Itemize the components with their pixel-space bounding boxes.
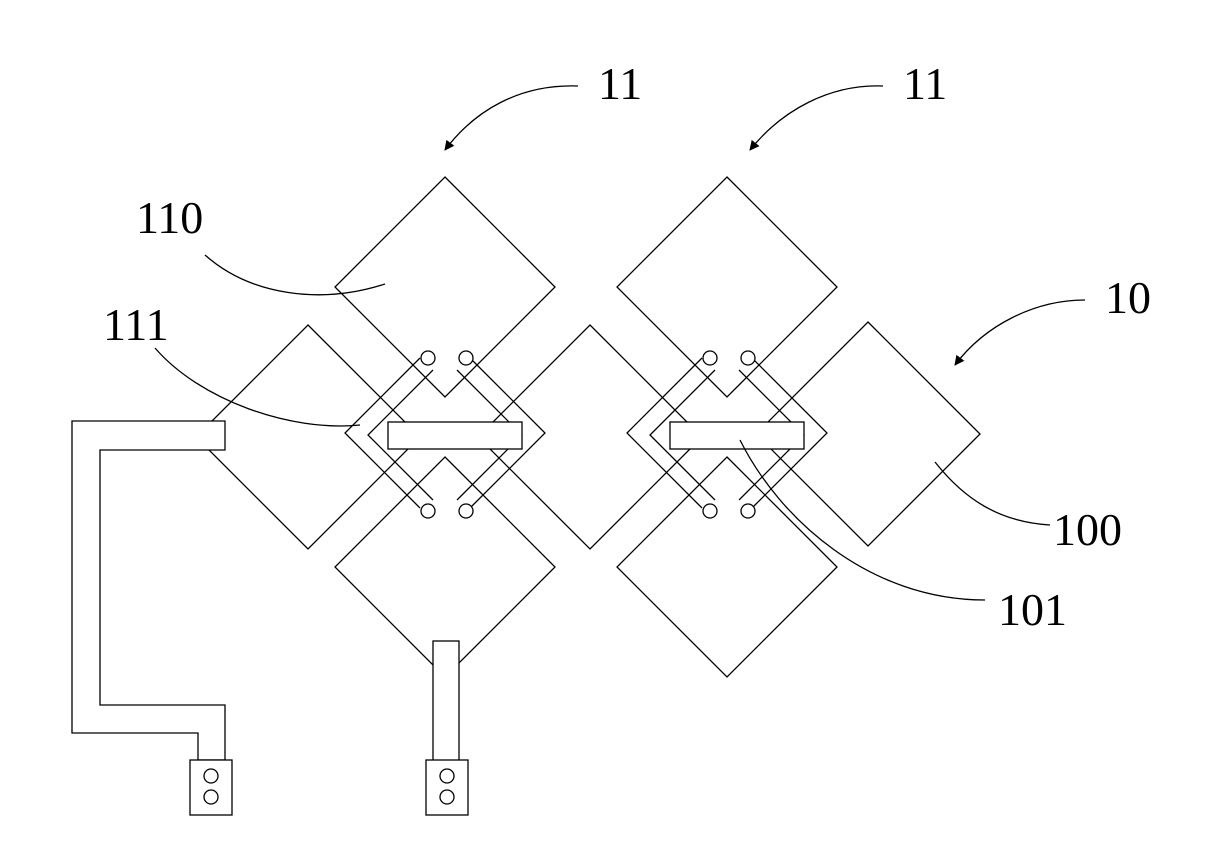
patch-bottom-right [617, 457, 837, 677]
label-100: 100 [1053, 504, 1122, 555]
leader-100 [935, 462, 1050, 525]
label-11-left: 11 [598, 58, 642, 109]
center-strip-left [388, 422, 522, 449]
label-111: 111 [103, 299, 169, 350]
leader-101 [740, 440, 985, 600]
antenna-unit-left [196, 177, 702, 677]
feed-trace-left [72, 421, 225, 760]
leader-110 [205, 255, 385, 295]
label-11-right: 11 [903, 58, 947, 109]
arrow-right [750, 86, 883, 150]
feed-trace-middle [433, 641, 459, 761]
patch-top-left [335, 177, 555, 397]
connector-left [190, 760, 232, 815]
antenna-unit-right [617, 177, 980, 677]
patch-top-right [617, 177, 837, 397]
label-10: 10 [1105, 272, 1151, 323]
leader-111 [155, 348, 360, 426]
label-101: 101 [998, 584, 1067, 635]
arrow-far-right [955, 300, 1085, 365]
center-strip-right [670, 422, 804, 449]
label-110: 110 [136, 192, 203, 243]
connector-middle [426, 760, 468, 815]
arrow-left [445, 86, 578, 150]
